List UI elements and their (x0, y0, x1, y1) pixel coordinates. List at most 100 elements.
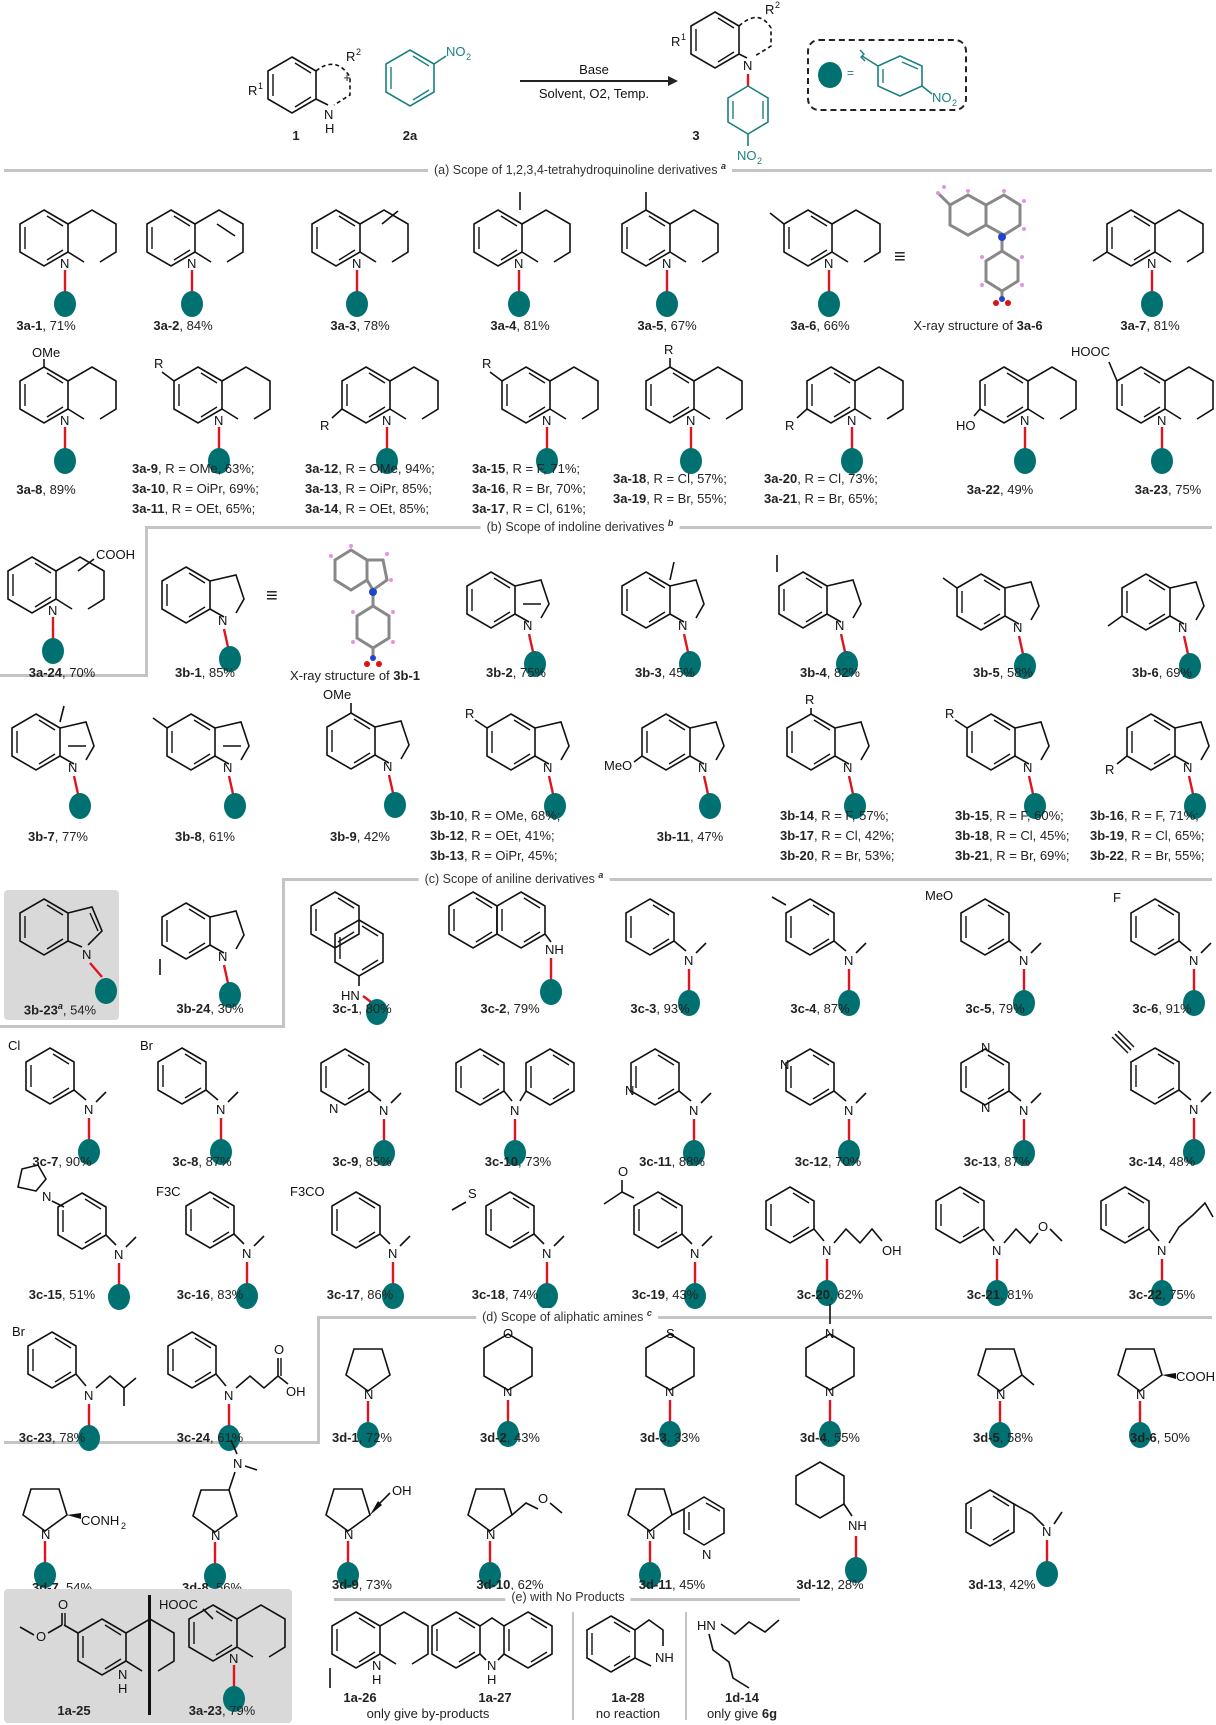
svg-text:N: N (48, 603, 57, 618)
svg-text:OH: OH (392, 1483, 412, 1498)
structure-3c-6: FN (1113, 890, 1212, 1018)
svg-text:N: N (662, 256, 671, 271)
teal-circle-icon (818, 62, 842, 88)
section-c-header: (c) Scope of aniline derivatives a (282, 870, 1216, 887)
svg-text:N: N (1147, 256, 1156, 271)
label-3c-20: 3c-20, 62% (796, 1287, 864, 1302)
svg-text:N: N (329, 1101, 338, 1116)
svg-text:N: N (743, 58, 752, 73)
label-3c-18: 3c-18, 74% (471, 1287, 539, 1302)
svg-text:N: N (1178, 620, 1187, 635)
structure-3d-4: NN (805, 1304, 855, 1449)
svg-text:HO: HO (956, 418, 976, 433)
label-group-3b-10-13: 3b-10, R = OMe, 68%; 3b-12, R = OEt, 41%… (430, 806, 560, 866)
svg-text:N: N (233, 1456, 242, 1471)
structure-3c-18: SN (451, 1186, 565, 1311)
structure-3d-8: NN (192, 1439, 258, 1591)
label-1d-14: 1d-14 (725, 1690, 759, 1705)
svg-text:N: N (992, 1243, 1001, 1258)
label-3b-10: 3b-10, R = OMe, 68%; (430, 808, 561, 823)
label-3b-24: 3b-24, 30% (176, 1001, 244, 1016)
label-3b-19: 3b-19, R = Cl, 65%; (1090, 828, 1205, 843)
svg-text:N: N (690, 1246, 699, 1261)
label-3c-13: 3c-13, 87% (963, 1154, 1031, 1169)
svg-text:NO: NO (932, 90, 952, 105)
svg-text:N: N (1189, 953, 1198, 968)
svg-text:S: S (666, 1326, 675, 1341)
structure-3d-13: N (965, 1489, 1063, 1589)
label-3b-16: 3b-16, R = F, 71%; (1090, 808, 1199, 823)
svg-text:COOH: COOH (1176, 1369, 1215, 1384)
label-3c-12: 3c-12, 70% (794, 1154, 862, 1169)
label-3c-1: 3c-1, 80% (332, 1001, 392, 1016)
label-3c-3: 3c-3, 93% (630, 1001, 690, 1016)
svg-text:N: N (118, 1667, 127, 1682)
label-3d-3: 3d-3, 33% (640, 1430, 700, 1445)
svg-text:N: N (1183, 760, 1192, 775)
svg-text:H: H (118, 1681, 127, 1696)
svg-text:N: N (42, 1189, 51, 1204)
plus-sign: + (343, 70, 351, 85)
structure-3c-10: N (455, 1048, 575, 1168)
box-divider (148, 1595, 151, 1715)
label-3d-2: 3d-2, 43% (480, 1430, 540, 1445)
structure-3c-21: NO (935, 1186, 1063, 1308)
svg-text:R: R (664, 342, 673, 357)
structure-3a-7: N (1092, 209, 1204, 319)
structure-3c-15: pyrrolyl N N (17, 1164, 137, 1312)
structure-3d-12: NH (795, 1461, 869, 1585)
svg-text:R: R (805, 692, 814, 707)
structure-3c-23: BrN (12, 1324, 137, 1453)
svg-text:MeO: MeO (925, 888, 953, 903)
structure-3a-3: N (311, 209, 409, 319)
structure-3b-1: N (161, 566, 245, 672)
note-only-give-6g: only give 6g (706, 1706, 778, 1721)
structure-3c-19: ON (603, 1164, 713, 1311)
svg-text:N: N (383, 759, 392, 774)
label-3b-7: 3b-7, 77% (28, 829, 88, 844)
svg-text:HN: HN (697, 1618, 716, 1633)
svg-text:R: R (945, 706, 954, 721)
label-3c-2: 3c-2, 79% (480, 1001, 540, 1016)
svg-text:N: N (981, 1040, 990, 1055)
svg-text:R: R (248, 83, 257, 98)
svg-text:R: R (1105, 762, 1114, 777)
label-3b-1: 3b-1, 85% (175, 665, 235, 680)
label-3d-13: 3d-13, 42% (968, 1577, 1036, 1592)
label-3a-5: 3a-5, 67% (637, 318, 697, 333)
label-3d-6: 3d-6, 50% (1130, 1430, 1190, 1445)
label-1a-27: 1a-27 (478, 1690, 512, 1705)
structure-3c-5: MeO N (925, 888, 1042, 1018)
svg-text:H: H (487, 1672, 496, 1687)
svg-text:N: N (844, 953, 853, 968)
label-3b-22: 3b-22, R = Br, 55%; (1090, 848, 1205, 863)
structure-3b-3: N (621, 561, 705, 677)
svg-text:OH: OH (882, 1243, 902, 1258)
svg-text:N: N (847, 413, 856, 428)
label-3c-8: 3c-8, 87% (172, 1154, 232, 1169)
svg-text:N: N (996, 1387, 1005, 1402)
svg-text:N: N (523, 618, 532, 633)
structure-3a-1: N (19, 209, 117, 319)
structure-1a-27: NH (431, 1611, 553, 1687)
structure-3c-2: NH (448, 891, 564, 1005)
svg-text:R: R (765, 2, 774, 17)
structure-3c-22: N (1100, 1186, 1214, 1308)
label-1a-26: 1a-26 (343, 1690, 377, 1705)
label-3a-19: 3a-19, R = Br, 55%; (613, 491, 727, 506)
svg-text:N: N (486, 1527, 495, 1542)
label-3c-6: 3c-6, 91% (1132, 1001, 1192, 1016)
label-3a-20: 3a-20, R = Cl, 73%; (764, 471, 878, 486)
structure-1a-28: NH (586, 1615, 674, 1673)
svg-text:N: N (1042, 1524, 1051, 1539)
svg-text:N: N (1019, 953, 1028, 968)
label-3d-9: 3d-9, 73% (332, 1577, 392, 1592)
svg-text:R: R (482, 356, 491, 371)
